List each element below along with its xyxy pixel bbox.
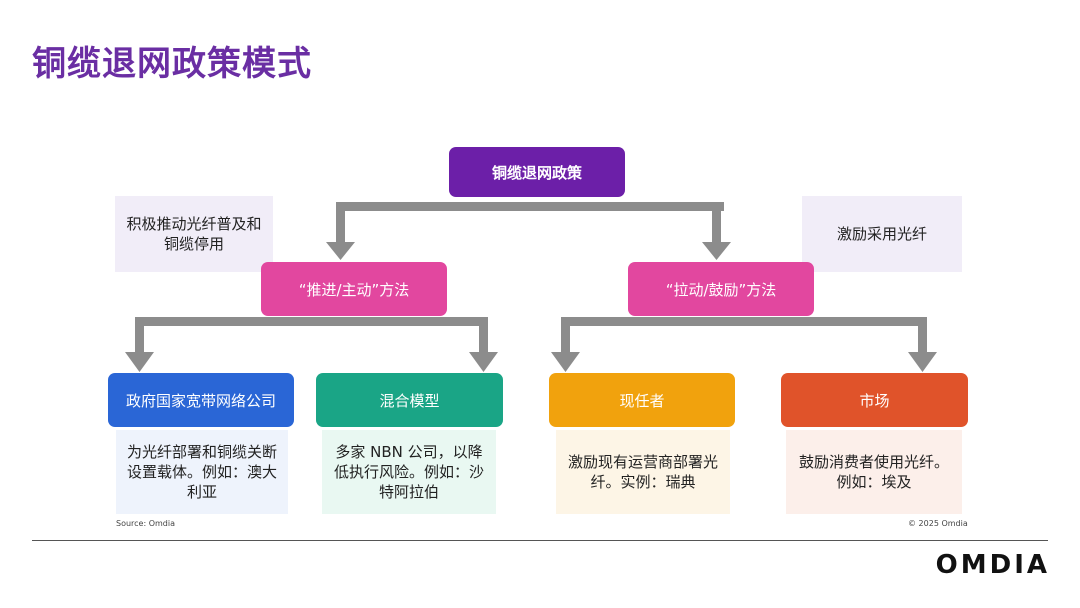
- pull-approach-node: “拉动/鼓励”方法: [628, 262, 814, 316]
- root-policy-node: 铜缆退网政策: [449, 147, 625, 197]
- model-desc-government-nbn: 为光纤部署和铜缆关断设置载体。例如：澳大利亚: [116, 430, 288, 514]
- model-node-hybrid: 混合模型: [316, 373, 503, 427]
- arrowhead-push: [326, 242, 355, 260]
- connector-stem-model4: [918, 317, 927, 357]
- connector-stem-left: [336, 202, 345, 246]
- arrowhead-model2: [469, 352, 498, 372]
- model-node-market: 市场: [781, 373, 968, 427]
- connector-stem-model2: [479, 317, 488, 357]
- connector-bar-push: [135, 317, 488, 326]
- arrowhead-model3: [551, 352, 580, 372]
- model-desc-incumbent: 激励现有运营商部署光纤。实例：瑞典: [556, 430, 730, 514]
- connector-stem-right: [712, 202, 721, 246]
- push-approach-node: “推进/主动”方法: [261, 262, 447, 316]
- connector-bar-pull: [561, 317, 927, 326]
- model-desc-hybrid: 多家 NBN 公司，以降低执行风险。例如：沙特阿拉伯: [322, 430, 496, 514]
- model-desc-market: 鼓励消费者使用光纤。例如：埃及: [786, 430, 962, 514]
- arrowhead-model4: [908, 352, 937, 372]
- arrowhead-pull: [702, 242, 731, 260]
- connector-stem-model1: [135, 317, 144, 357]
- pull-note: 激励采用光纤: [802, 196, 962, 272]
- copyright-note: © 2025 Omdia: [908, 519, 968, 528]
- arrowhead-model1: [125, 352, 154, 372]
- source-note: Source: Omdia: [116, 519, 176, 528]
- footer-divider: [32, 540, 1048, 541]
- connector-stem-model3: [561, 317, 570, 357]
- push-note: 积极推动光纤普及和铜缆停用: [115, 196, 273, 272]
- model-node-government-nbn: 政府国家宽带网络公司: [108, 373, 294, 427]
- omdia-logo: OMDIA: [935, 550, 1050, 580]
- page-title: 铜缆退网政策模式: [32, 44, 312, 84]
- connector-bar-top: [336, 202, 724, 211]
- model-node-incumbent: 现任者: [549, 373, 735, 427]
